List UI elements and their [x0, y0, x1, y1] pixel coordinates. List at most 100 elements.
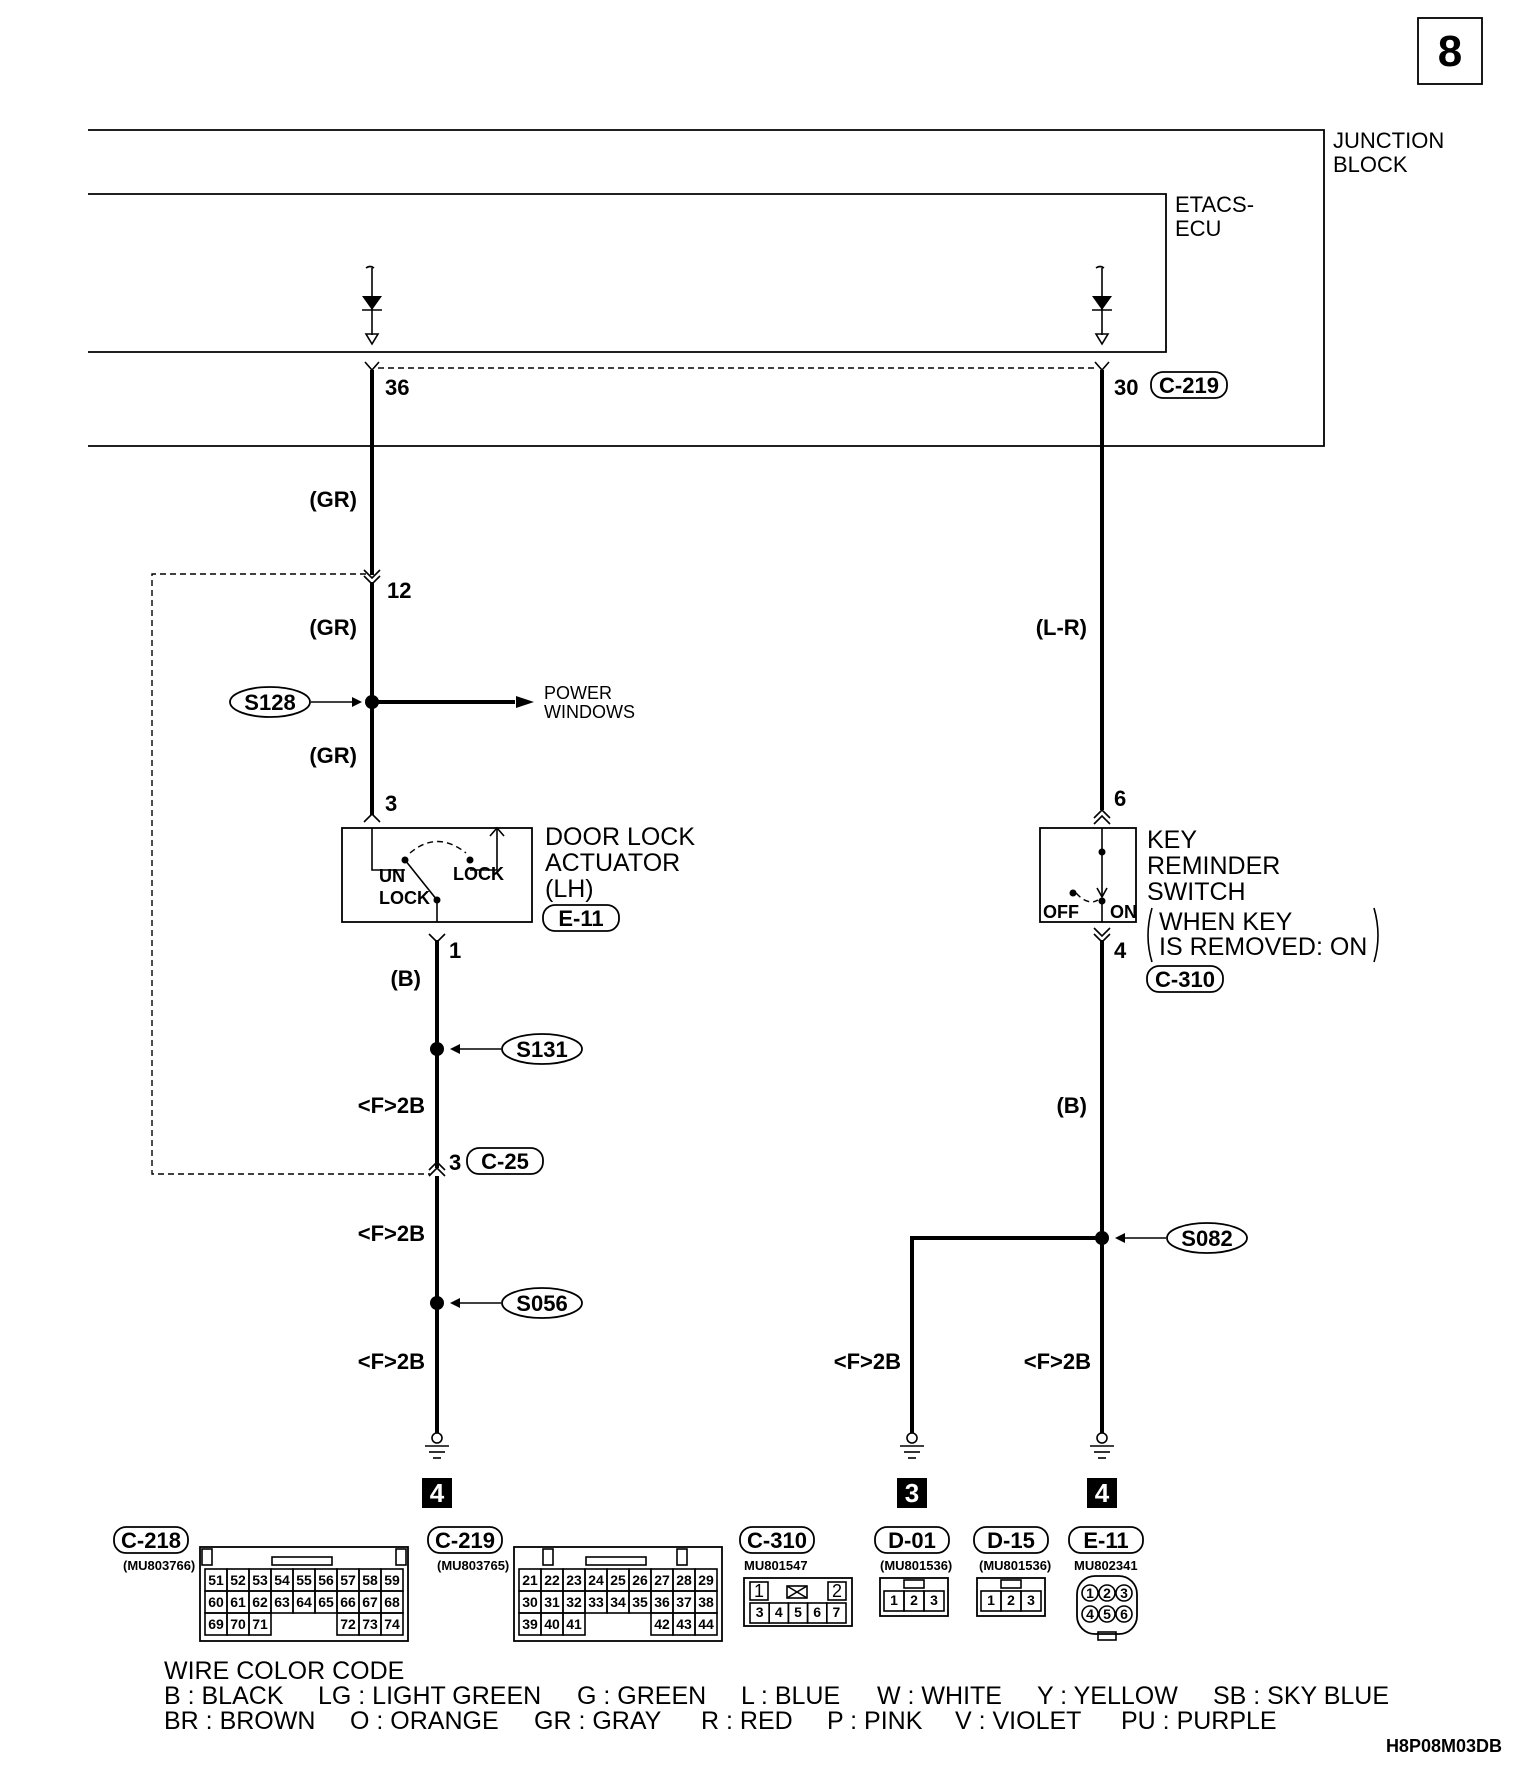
wire-color-gr-3: (GR) — [309, 743, 357, 768]
ground-symbol-mid — [900, 1432, 924, 1459]
legend-entry: L : BLUE — [741, 1682, 840, 1710]
e11-pin: 4 — [1086, 1606, 1094, 1622]
e11-pin: 2 — [1103, 1585, 1111, 1601]
pin-30: 30 — [1114, 375, 1138, 400]
ground-number-right: 4 — [1095, 1478, 1110, 1508]
ground-number-mid: 3 — [905, 1478, 919, 1508]
c310-mid-label: C-310 — [1155, 967, 1215, 992]
ground-number-left: 4 — [430, 1478, 445, 1508]
e11-pin: 3 — [1120, 1585, 1128, 1601]
legend-entry: V : VIOLET — [955, 1707, 1081, 1735]
junction-block-outline — [88, 129, 1325, 447]
key-reminder-on: ON — [1110, 902, 1137, 922]
d01-cell — [923, 1590, 945, 1612]
e11-pin-circle — [1098, 1605, 1116, 1623]
door-lock-switch — [371, 826, 505, 922]
d15-pin: 2 — [1007, 1592, 1015, 1608]
c218-pin: 59 — [384, 1572, 400, 1588]
c310-pin: 5 — [794, 1604, 802, 1620]
power-windows-label-1: POWER — [544, 683, 612, 703]
splice-s128-label: S128 — [244, 690, 295, 715]
d15-pin: 3 — [1027, 1592, 1035, 1608]
legend-entry: G : GREEN — [577, 1682, 706, 1710]
pin-marker-36 — [364, 361, 380, 372]
c218-pin: 67 — [362, 1594, 378, 1610]
d01-pin: 3 — [930, 1592, 938, 1608]
c218-pin: 60 — [208, 1594, 224, 1610]
c218-pin: 62 — [252, 1594, 268, 1610]
page-number-box — [1417, 17, 1483, 85]
d15-cell — [1020, 1590, 1042, 1612]
door-lock-title-1: DOOR LOCK — [545, 823, 695, 851]
c219-pin: 39 — [522, 1616, 538, 1632]
c219-pin: 42 — [654, 1616, 670, 1632]
c310-pin-1: 1 — [754, 1581, 764, 1601]
c218-pin: 73 — [362, 1616, 378, 1632]
pin-36: 36 — [385, 375, 409, 400]
c218-pin: 57 — [340, 1572, 356, 1588]
e11-pin: 5 — [1103, 1606, 1111, 1622]
e11-pin-circle — [1098, 1584, 1116, 1602]
c218-pin: 51 — [208, 1572, 224, 1588]
c310-view-name: C-310 — [747, 1528, 807, 1553]
d01-pin: 2 — [910, 1592, 918, 1608]
pin-1: 1 — [449, 938, 461, 963]
c218-view-name: C-218 — [121, 1528, 181, 1553]
c218-pin: 55 — [296, 1572, 312, 1588]
pin-marker-4 — [1093, 927, 1111, 944]
splice-s131-badge — [501, 1033, 583, 1065]
splice-dot-s056 — [430, 1296, 444, 1310]
power-windows-arrow — [516, 696, 534, 708]
key-reminder-title-3: SWITCH — [1147, 878, 1246, 906]
c218-view-part: (MU803766) — [123, 1558, 195, 1573]
pin-marker-12 — [363, 569, 381, 586]
ground-badge-right — [1087, 1478, 1117, 1508]
key-reminder-note-2: IS REMOVED: ON — [1159, 933, 1367, 961]
splice-dot-s131 — [430, 1042, 444, 1056]
pin-3b: 3 — [449, 1150, 461, 1175]
c219-pin: 29 — [698, 1572, 714, 1588]
pin-marker-30 — [1094, 361, 1110, 372]
wire-color-gr-1: (GR) — [309, 487, 357, 512]
c219-pin: 26 — [632, 1572, 648, 1588]
e11-pin: 1 — [1086, 1585, 1094, 1601]
c219-pin: 28 — [676, 1572, 692, 1588]
ground-symbol-left — [425, 1432, 449, 1459]
wire-color-gr-2: (GR) — [309, 615, 357, 640]
c218-pin: 54 — [274, 1572, 290, 1588]
c219-pin: 41 — [566, 1616, 582, 1632]
key-reminder-title-1: KEY — [1147, 826, 1197, 854]
wire-f2b-branch — [910, 1236, 1102, 1433]
door-lock-unlock-a: UN — [379, 866, 405, 886]
c310-pin: 3 — [756, 1604, 764, 1620]
c219-pin: 23 — [566, 1572, 582, 1588]
d01-pin: 1 — [890, 1592, 898, 1608]
c218-pin: 61 — [230, 1594, 246, 1610]
pin-marker-3a — [363, 812, 381, 823]
key-reminder-off: OFF — [1043, 902, 1079, 922]
c219-view-part: (MU803765) — [437, 1558, 509, 1573]
ground-badge-left — [422, 1478, 452, 1508]
c219-pin: 36 — [654, 1594, 670, 1610]
c218-pin: 58 — [362, 1572, 378, 1588]
c219-cell — [562, 1612, 586, 1636]
wire-color-lr: (L-R) — [1036, 615, 1087, 640]
c218-pin: 70 — [230, 1616, 246, 1632]
splice-s082-badge — [1166, 1222, 1248, 1254]
c310-cell — [825, 1602, 847, 1624]
ground-symbol-right — [1090, 1432, 1114, 1459]
wire-color-f2b-4: <F>2B — [834, 1349, 901, 1374]
ecu-diode-left — [362, 265, 382, 346]
legend-entry: Y : YELLOW — [1037, 1682, 1178, 1710]
c310-pin-2: 2 — [832, 1581, 842, 1601]
c219-top-badge — [1150, 371, 1228, 399]
